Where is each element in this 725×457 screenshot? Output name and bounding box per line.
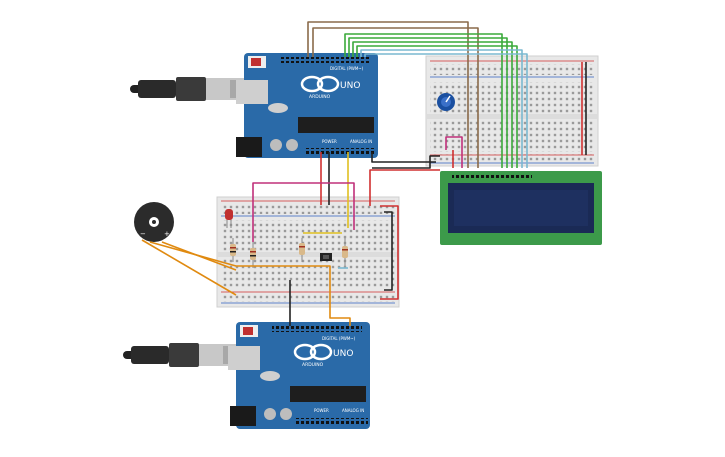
led[interactable] [225,209,233,228]
wire-green-4[interactable] [356,45,518,168]
analog-header-label: ANALOG IN [350,139,372,144]
wire-black-right[interactable] [384,211,393,291]
wire-green-3[interactable] [352,41,513,168]
resistor-4[interactable] [342,238,348,266]
wire-red-right[interactable] [380,205,399,300]
buzzer-plus-label: + [164,230,170,238]
arduino-model: UNO [333,349,353,359]
usb-cable-bottom [123,343,239,367]
wire-green-2[interactable] [348,37,508,168]
breadboard-middle[interactable] [216,196,400,308]
power-header-label: POWER [322,139,337,144]
wire-brown-1[interactable] [307,21,469,168]
arduino-brand: ARDUINO [302,362,324,368]
buzzer-minus-label: − [140,230,146,238]
power-header-label: POWER [314,408,329,413]
analog-header-label: ANALOG IN [342,408,364,413]
digital-header-label: DIGITAL (PWM~) [330,66,364,71]
wire-orange-buzzer-2[interactable] [149,241,351,326]
arduino-model: UNO [340,81,360,91]
usb-cable-top [130,77,246,101]
piezo-buzzer[interactable]: − + [134,202,174,242]
wire-magenta-middle[interactable] [252,182,355,242]
wire-cyan-1[interactable] [360,49,523,168]
arduino-uno-bottom[interactable]: ARDUINO UNO DIGITAL (PWM~) POWER ANALOG … [228,322,370,429]
wire-orange-buzzer-1[interactable] [141,239,237,296]
resistor-3[interactable] [299,238,305,262]
arduino-uno-top[interactable]: ARDUINO UNO DIGITAL (PWM~) POWER ANALOG … [236,53,378,158]
wire-cyan-2[interactable] [364,53,528,168]
wire-red-top-to-right[interactable] [369,169,440,206]
digital-header-label: DIGITAL (PWM~) [322,336,356,341]
pushbutton[interactable] [320,253,332,261]
potentiometer[interactable] [437,93,455,111]
arduino-brand: ARDUINO [309,94,331,100]
wire-green-1[interactable] [344,33,503,168]
wire-brown-2[interactable] [312,27,479,168]
resistor-1[interactable] [230,238,236,262]
lcd-16x2[interactable] [440,171,602,245]
wire-magenta-pot[interactable] [445,136,463,168]
resistor-2[interactable] [250,242,256,268]
wire-orange-buzzer-3[interactable] [161,241,237,271]
wire-black-top-to-right[interactable] [371,152,436,163]
